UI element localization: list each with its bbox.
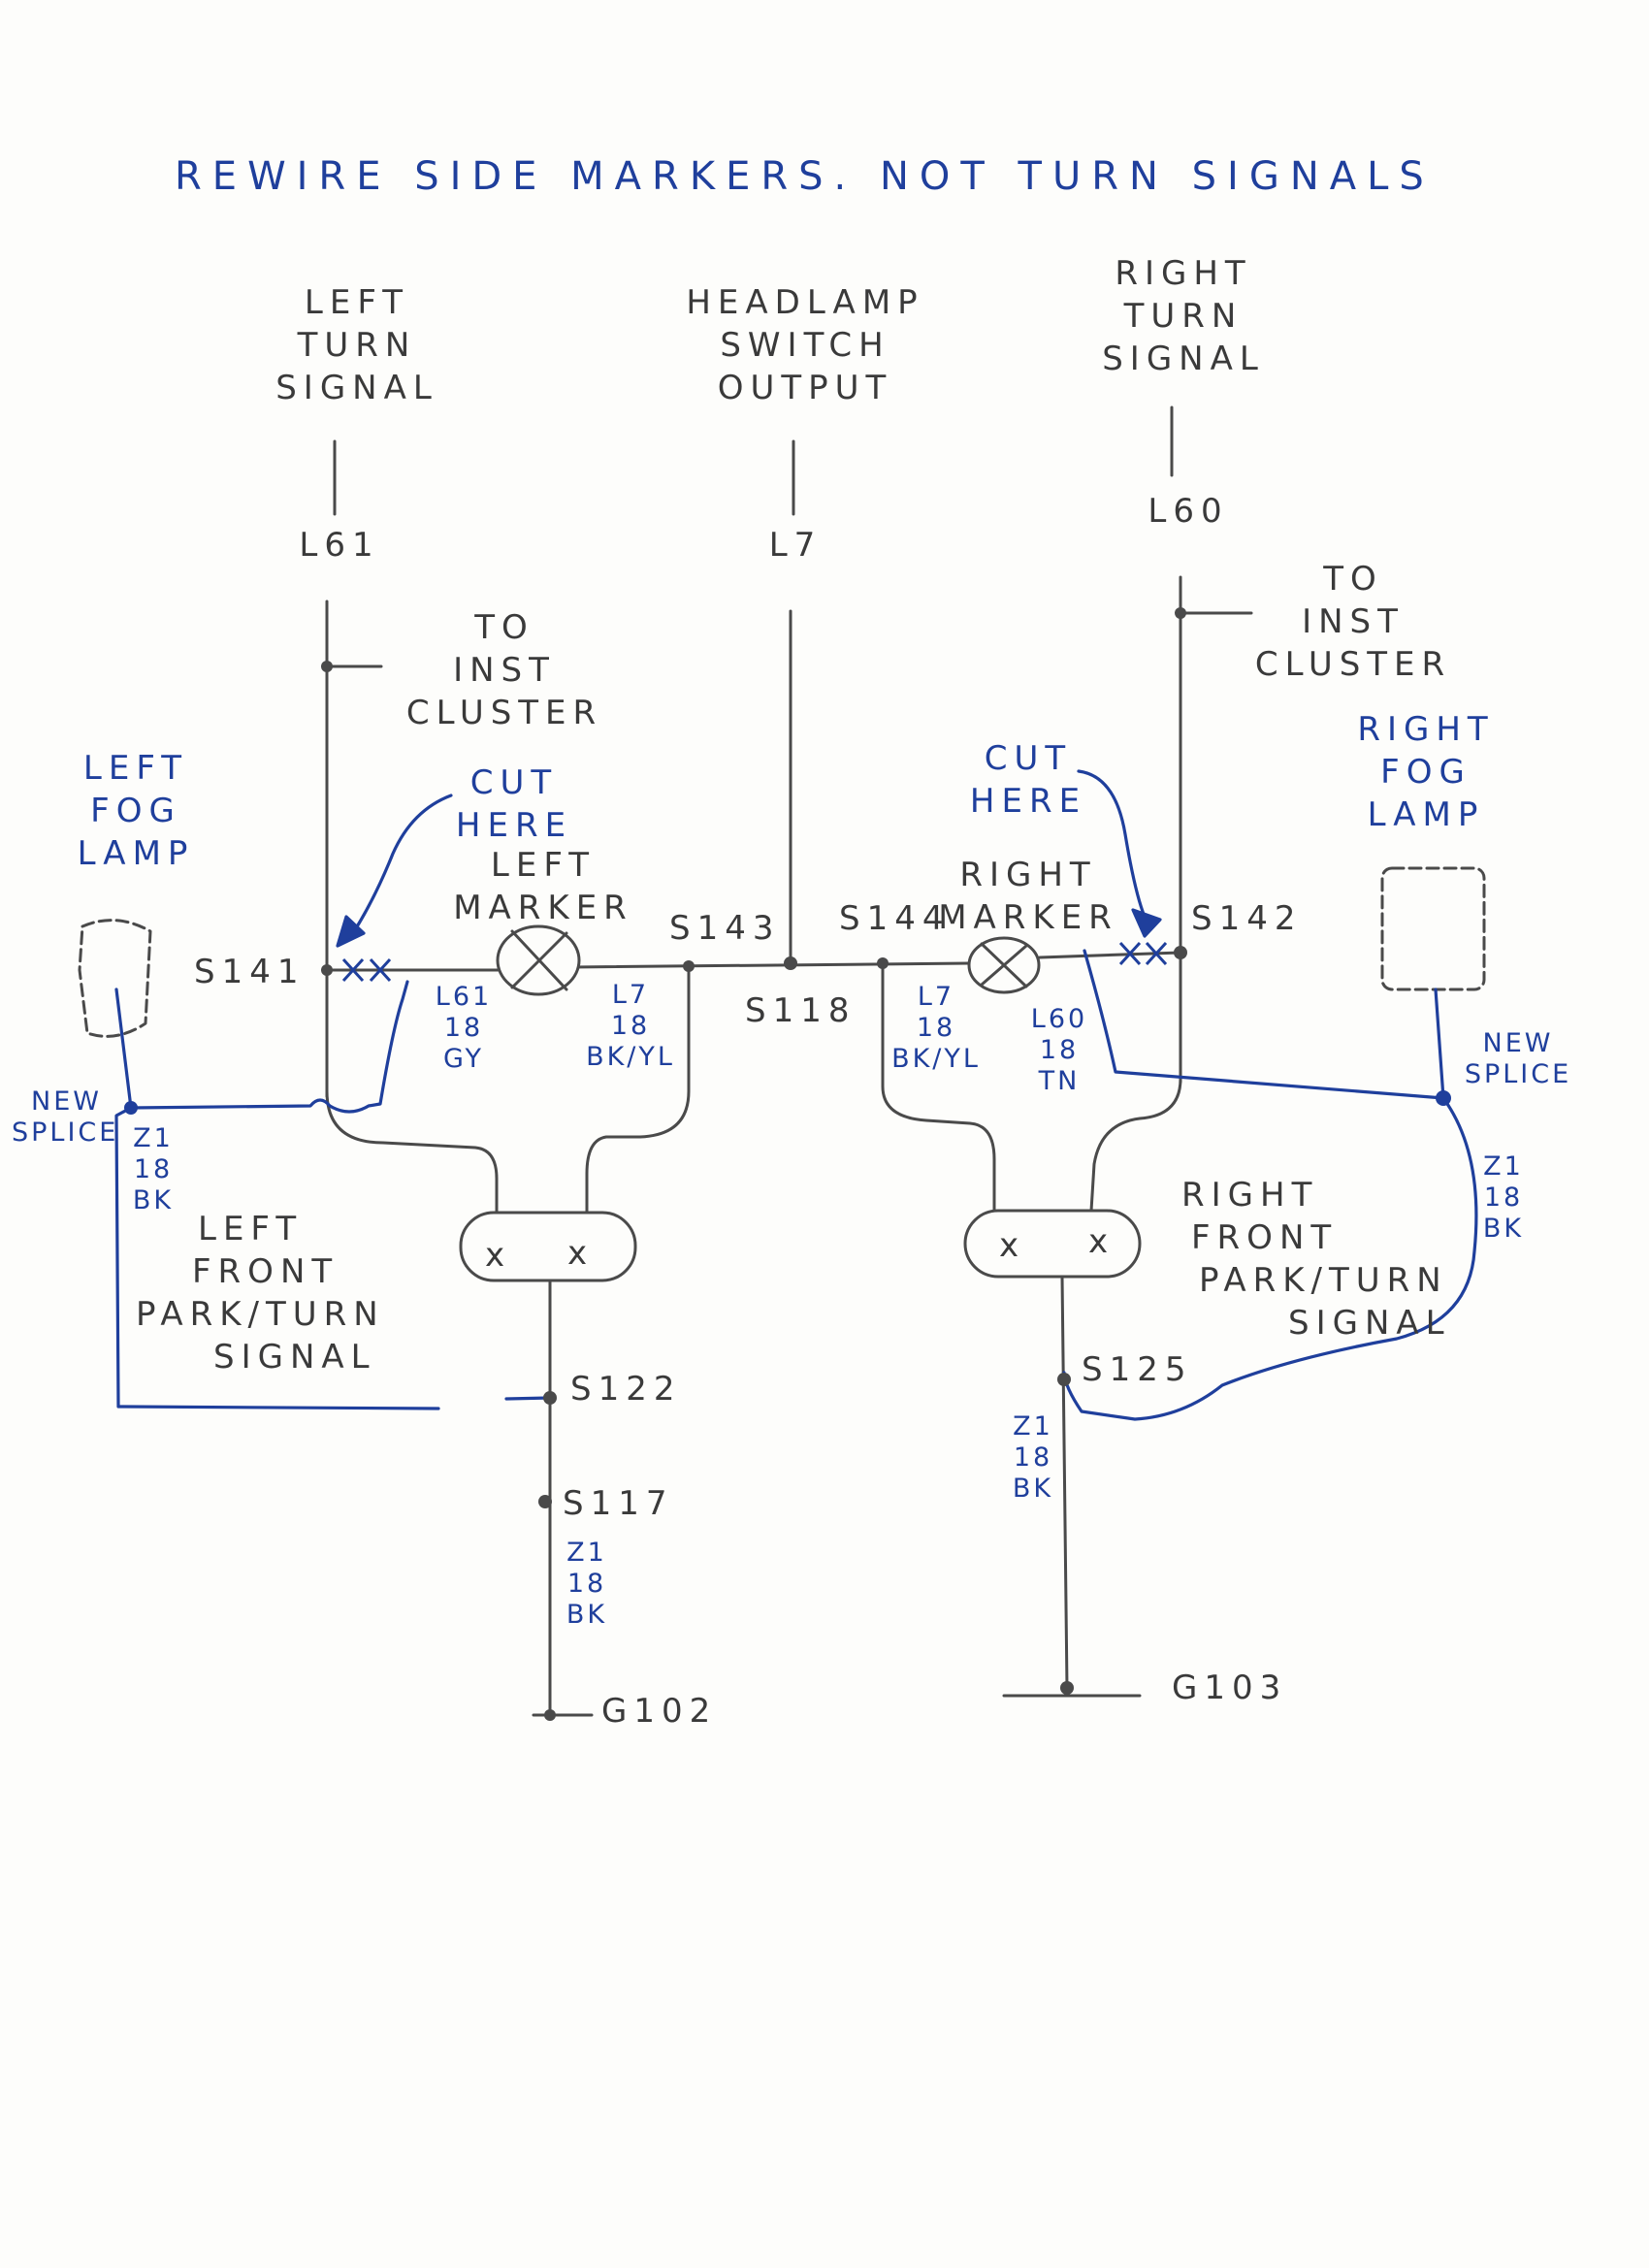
s144-junction: [877, 957, 889, 969]
ground-g102-label: G102: [601, 1692, 718, 1731]
right-cut-mark: [1118, 941, 1168, 966]
right-connector-pin-b: x: [1088, 1222, 1116, 1261]
wire-z1-bottom-left-label: Z1 18 BK: [566, 1538, 608, 1630]
wire-l60-tn-label: L60 18 TN: [1030, 1004, 1088, 1096]
left-ground-return-wire: [114, 1106, 440, 1410]
splice-s117-label: S117: [563, 1484, 674, 1523]
right-ground-wire: [1060, 1275, 1069, 1690]
right-fog-lamp-label: RIGHT FOG LAMP: [1357, 710, 1495, 834]
s141-junction: [321, 964, 333, 976]
left-connector-pin-a: x: [485, 1236, 512, 1275]
s122-junction: [543, 1391, 557, 1405]
right-cut-arrowhead: [1131, 908, 1162, 938]
right-new-splice-wire: [1083, 949, 1445, 1100]
right-cut-here-label: CUT HERE: [969, 739, 1087, 821]
splice-s141-label: S141: [194, 953, 306, 991]
left-marker-bulb: [496, 924, 581, 996]
right-turn-signal-label: RIGHT TURN SIGNAL: [1102, 254, 1265, 378]
right-inst-cluster-junction: [1175, 607, 1186, 619]
left-ground-stub: [504, 1396, 552, 1401]
left-connector-pin-b: x: [567, 1234, 595, 1273]
right-marker-label: RIGHT MARKER: [938, 856, 1118, 937]
s125-junction: [1057, 1373, 1071, 1386]
wire-l7-left-label: L7 18 BK/YL: [586, 980, 675, 1072]
right-front-park-turn-label: RIGHT FRONT PARK/TURN SIGNAL: [1181, 1176, 1451, 1343]
s118-junction: [784, 956, 797, 970]
left-cut-here-arrow: [347, 794, 453, 941]
left-marker-label: LEFT MARKER: [453, 846, 633, 927]
splice-s143-label: S143: [669, 909, 781, 948]
right-connector-feed-a: [881, 961, 996, 1213]
left-turn-signal-label: LEFT TURN SIGNAL: [275, 283, 438, 407]
left-inst-cluster-junction: [321, 661, 333, 672]
right-ground-return-wire: [1062, 1096, 1478, 1421]
circuit-l7-label: L7: [768, 526, 823, 565]
wire-z1-right-lower-label: Z1 18 BK: [1012, 1411, 1054, 1504]
left-new-splice-wire: [114, 980, 409, 1114]
diagram-title: REWIRE SIDE MARKERS. NOT TURN SIGNALS: [175, 154, 1435, 199]
circuit-l60-label: L60: [1148, 492, 1229, 531]
g103-junction: [1060, 1681, 1074, 1695]
right-marker-bulb: [967, 936, 1041, 994]
ground-g103-label: G103: [1172, 1669, 1288, 1707]
circuit-l61-label: L61: [299, 526, 380, 565]
left-front-park-turn-label: LEFT FRONT PARK/TURN SIGNAL: [136, 1210, 385, 1377]
right-park-turn-connector: [963, 1209, 1142, 1279]
right-inst-cluster-label: TO INST CLUSTER: [1254, 560, 1452, 684]
left-inst-cluster-label: TO INST CLUSTER: [405, 608, 603, 732]
s142-junction: [1174, 946, 1187, 959]
splice-s122-label: S122: [570, 1370, 682, 1409]
right-connector-pin-a: x: [999, 1226, 1026, 1265]
l7-left-marker-wire: [570, 961, 972, 969]
splice-s118-label: S118: [745, 991, 857, 1030]
left-cut-here-label: CUT HERE: [455, 763, 573, 845]
left-cut-mark: [341, 957, 392, 983]
left-fog-lamp-label: LEFT FOG LAMP: [77, 749, 195, 873]
wire-l7-right-label: L7 18 BK/YL: [891, 982, 981, 1074]
left-new-splice-junction: [124, 1101, 138, 1115]
right-connector-feed-b: [1089, 1077, 1182, 1213]
wire-l61-gy-label: L61 18 GY: [435, 982, 493, 1074]
left-cut-arrowhead: [336, 915, 366, 948]
right-new-splice-junction: [1436, 1090, 1451, 1106]
g102-junction: [544, 1709, 556, 1721]
right-cut-here-arrow: [1077, 769, 1147, 919]
wire-z1-right-upper-label: Z1 18 BK: [1482, 1151, 1525, 1244]
headlamp-switch-output-label: HEADLAMP SWITCH OUTPUT: [686, 283, 924, 407]
splice-s144-label: S144: [839, 899, 951, 938]
right-fog-lamp-symbol: [1380, 866, 1486, 991]
right-fog-lamp-drop: [1434, 988, 1445, 1100]
left-new-splice-label: NEW SPLICE: [12, 1086, 119, 1148]
wire-z1-left-label: Z1 18 BK: [132, 1123, 175, 1215]
right-new-splice-label: NEW SPLICE: [1464, 1028, 1572, 1089]
left-park-turn-connector: [459, 1211, 637, 1282]
splice-s125-label: S125: [1082, 1350, 1193, 1389]
left-fog-lamp-symbol: [78, 919, 152, 1038]
left-connector-feed-b: [585, 968, 691, 1215]
left-connector-feed-a: [325, 1089, 499, 1215]
splice-s142-label: S142: [1191, 899, 1303, 938]
s117-junction: [538, 1495, 552, 1508]
s143-junction: [683, 960, 695, 972]
